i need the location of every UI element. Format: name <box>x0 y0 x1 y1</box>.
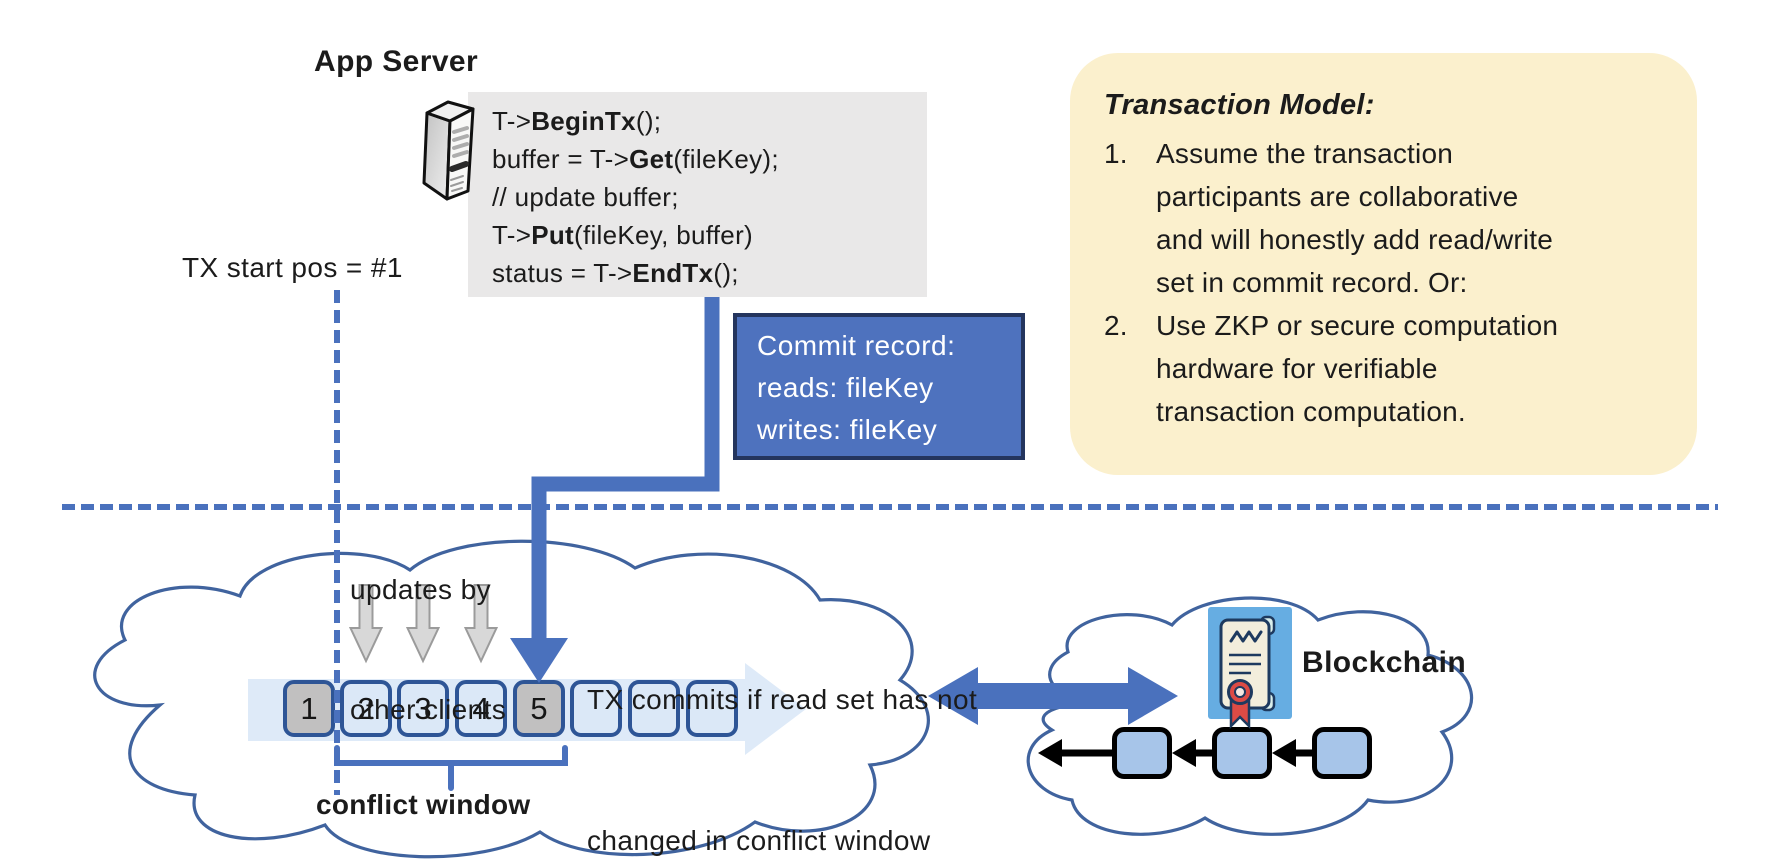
chain-arrowhead <box>1172 739 1196 767</box>
conflict-window-label: conflict window <box>316 789 531 820</box>
timeline-square <box>628 680 680 737</box>
conflict-window-bracket <box>334 745 568 791</box>
item-text-line: transaction computation. <box>1156 396 1466 427</box>
transaction-model-box: Transaction Model: 1. Assume the transact… <box>1070 53 1697 475</box>
chain-arrowhead <box>1272 739 1296 767</box>
server-icon <box>422 100 475 201</box>
certificate-icon <box>1208 607 1292 730</box>
tx-commits-note: TX commits if read set has not changed i… <box>587 582 977 868</box>
update-arrow-icon <box>405 584 441 664</box>
transaction-model-title: Transaction Model: <box>1104 89 1375 121</box>
app-server-label: App Server <box>314 45 479 78</box>
transaction-model-item: 1. Assume the transaction participants are… <box>1104 132 1671 304</box>
chain-arrowhead <box>1038 739 1062 767</box>
code-line: T->Put(fileKey, buffer) <box>492 220 753 250</box>
tx-start-dashed-line <box>334 290 340 795</box>
chain-link-arrows <box>1038 739 1312 767</box>
timeline-square <box>686 680 738 737</box>
commit-record-title: Commit record: <box>757 330 956 361</box>
item-text: Assume the transaction participants are c… <box>1156 132 1553 304</box>
commit-flow-arrow <box>510 297 720 683</box>
tx-commits-note-line2: changed in conflict window <box>587 825 931 856</box>
commit-flow-elbow <box>531 297 720 642</box>
update-arrow-icon <box>463 584 499 664</box>
item-text-line: hardware for verifiable <box>1156 353 1438 384</box>
blockchain-block <box>1312 727 1372 779</box>
commit-record-box: Commit record: reads: fileKey writes: fi… <box>733 313 1025 460</box>
update-arrow-icon <box>348 584 384 664</box>
timeline-square: 3 <box>397 680 449 737</box>
timeline-square <box>570 680 622 737</box>
item-number: 1. <box>1104 138 1128 169</box>
commit-record-writes: writes: fileKey <box>757 414 938 445</box>
blockchain-label: Blockchain <box>1302 646 1467 679</box>
code-line: status = T->EndTx(); <box>492 258 739 288</box>
updates-by-other-clients-label: updates by other clients <box>350 490 506 810</box>
tx-commits-note-line1: TX commits if read set has not <box>587 684 978 715</box>
item-text-line: Assume the transaction <box>1156 138 1453 169</box>
commit-flow-arrowhead <box>510 638 568 683</box>
timeline-square: 4 <box>455 680 507 737</box>
item-text-line: Use ZKP or secure computation <box>1156 310 1559 341</box>
item-text-line: set in commit record. Or: <box>1156 267 1468 298</box>
transaction-model-list: 1. Assume the transaction participants are… <box>1104 132 1671 433</box>
item-text-line: and will honestly add read/write <box>1156 224 1554 255</box>
commit-boundary-dashed-line <box>62 504 1718 510</box>
code-line: // update buffer; <box>492 182 679 212</box>
tx-start-pos-label: TX start pos = #1 <box>182 252 403 283</box>
code-line: T->BeginTx(); <box>492 106 662 136</box>
blockchain-block <box>1112 727 1172 779</box>
item-text: Use ZKP or secure computation hardware fo… <box>1156 304 1558 433</box>
update-arrows <box>348 584 499 664</box>
updates-label-line2: other clients <box>350 694 507 725</box>
item-number: 2. <box>1104 310 1128 341</box>
updates-label-line1: updates by <box>350 574 491 605</box>
sync-double-arrow <box>928 667 1178 725</box>
timeline-square: 2 <box>340 680 392 737</box>
timeline-square: 1 <box>283 680 335 737</box>
transaction-code-box: T->BeginTx(); buffer = T->Get(fileKey); //… <box>468 92 927 297</box>
blockchain-block <box>1212 727 1272 779</box>
commit-record-reads: reads: fileKey <box>757 372 934 403</box>
code-line: buffer = T->Get(fileKey); <box>492 144 779 174</box>
item-text-line: participants are collaborative <box>1156 181 1519 212</box>
transaction-model-item: 2. Use ZKP or secure computation hardware … <box>1104 304 1671 433</box>
